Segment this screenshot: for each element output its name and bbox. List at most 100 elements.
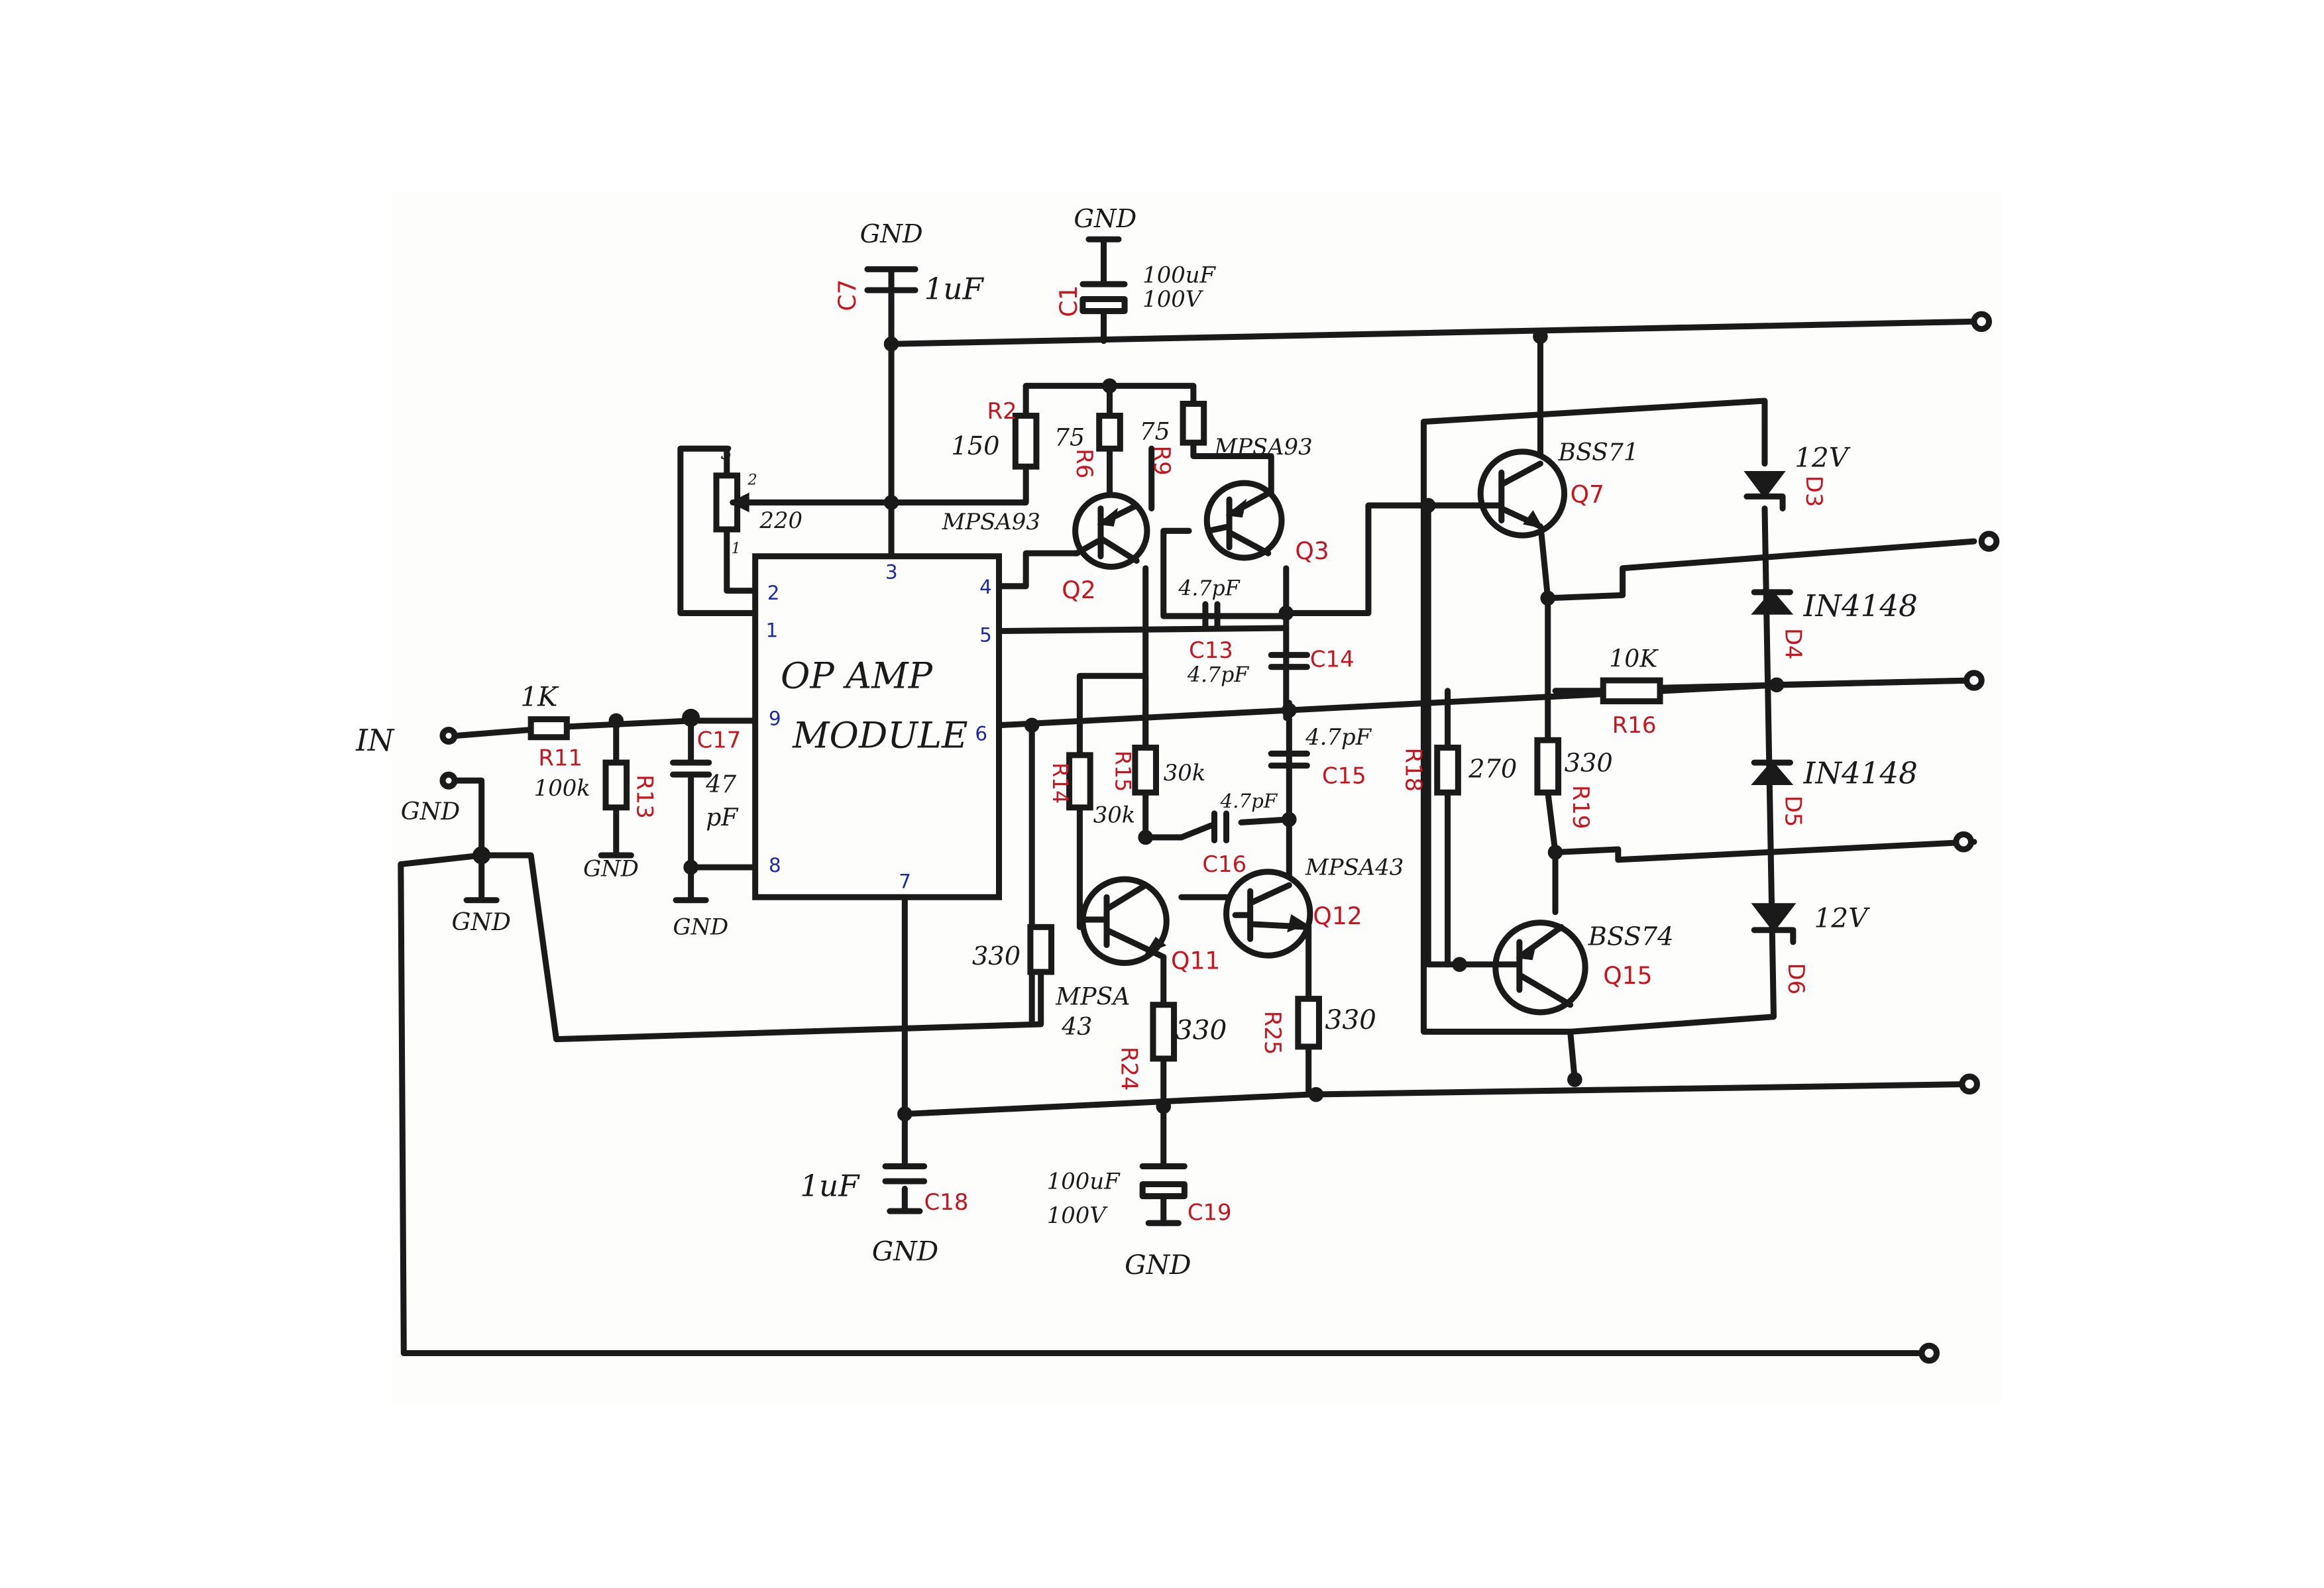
ref-c18: C18	[924, 1189, 969, 1215]
label-q3-type: MPSA93	[1213, 434, 1312, 460]
ref-c14: C14	[1310, 647, 1355, 672]
label-c17-value-1: 47	[705, 770, 736, 798]
ref-c16: C16	[1202, 851, 1246, 877]
ground-ticks	[463, 236, 1182, 1226]
capacitor-c7	[864, 266, 918, 347]
ref-r18: R18	[1400, 748, 1426, 792]
ref-r6: R6	[1072, 449, 1097, 478]
ref-r2: R2	[987, 398, 1017, 424]
diode-d3	[1743, 471, 1786, 500]
ref-c1: C1	[1054, 285, 1083, 317]
ref-d6: D6	[1783, 963, 1809, 995]
label-r14-value: 30k	[1093, 802, 1136, 827]
pin-1-label: 1	[765, 619, 778, 642]
label-c13-value: 4.7pF	[1178, 576, 1240, 600]
pin-6-label: 6	[975, 722, 987, 745]
resistor-r2	[1012, 413, 1040, 470]
label-pot-value: 220	[759, 507, 802, 533]
ref-r11: R11	[538, 745, 582, 771]
op-amp-module: OP AMP MODULE 2 1 3 4 5 6 9 8 7	[752, 553, 1003, 900]
label-gnd-c1: GND	[1074, 204, 1136, 234]
label-q12-type: MPSA43	[1305, 854, 1404, 880]
capacitor-c13	[1202, 601, 1221, 631]
ref-r25: R25	[1260, 1011, 1286, 1055]
pin-7-label: 7	[899, 871, 911, 893]
resistor-r11	[527, 716, 570, 741]
pin-9-label: 9	[769, 708, 781, 730]
label-q11-type-1: MPSA	[1055, 982, 1130, 1011]
resistor-r18	[1434, 745, 1461, 796]
label-pot-pin3: 3	[721, 443, 732, 464]
terminal-top	[1971, 311, 1992, 333]
label-c19-value-1: 100uF	[1047, 1168, 1121, 1194]
label-c17-value-2: pF	[706, 803, 739, 831]
terminal-2	[1978, 531, 2000, 552]
label-d5-value: IN4148	[1803, 756, 1918, 791]
ref-r14: R14	[1048, 763, 1072, 804]
label-gnd-2: GND	[583, 856, 639, 882]
terminal-bottom	[1918, 1342, 1940, 1364]
resistors	[527, 400, 1663, 1062]
label-gnd-c19: GND	[1125, 1249, 1191, 1281]
label-c7-value: 1uF	[924, 272, 985, 307]
transistors	[1072, 449, 1588, 1016]
capacitor-c14	[1268, 652, 1310, 670]
resistor-330-in	[1027, 924, 1055, 975]
label-pot-pin1: 1	[732, 540, 741, 557]
resistor-r14	[1066, 752, 1093, 811]
module-title-line1: OP AMP	[781, 655, 934, 696]
capacitor-c15	[1268, 751, 1310, 769]
label-r16-value: 10K	[1609, 645, 1659, 673]
capacitors	[670, 266, 1310, 1200]
resistor-r25	[1295, 996, 1322, 1050]
label-q2-type: MPSA93	[942, 509, 1040, 535]
capacitor-c16	[1211, 810, 1230, 843]
resistor-r9	[1180, 400, 1207, 446]
terminal-3	[1964, 670, 1985, 691]
label-c16-value: 4.7pF	[1220, 790, 1278, 812]
label-r9-value: 75	[1140, 417, 1170, 446]
label-r13-value: 100k	[534, 775, 590, 801]
terminal-gnd-in	[439, 771, 458, 790]
ref-r16: R16	[1612, 712, 1657, 738]
ref-q2: Q2	[1062, 576, 1095, 604]
ref-q7: Q7	[1571, 480, 1604, 508]
ref-d3: D3	[1801, 476, 1827, 507]
resistor-r13	[602, 759, 630, 811]
diodes	[1743, 471, 1797, 945]
label-r18-value: 270	[1468, 755, 1517, 784]
ref-c17: C17	[697, 727, 742, 753]
value-labels: IN GND GND GND GND GND GND GND GND 1uF 1…	[355, 204, 1918, 1281]
label-q15-type: BSS74	[1588, 922, 1674, 951]
pin-4-label: 4	[979, 576, 992, 598]
label-c14-value: 4.7pF	[1187, 663, 1249, 687]
ref-r15: R15	[1111, 751, 1134, 792]
label-gnd-1: GND	[452, 908, 511, 936]
ref-c7: C7	[833, 279, 861, 311]
ref-q12: Q12	[1313, 902, 1362, 930]
ref-c13: C13	[1189, 637, 1233, 663]
label-q11-type-2: 43	[1061, 1012, 1092, 1041]
label-c15-value: 4.7pF	[1305, 724, 1372, 750]
label-r25-value: 330	[1325, 1004, 1376, 1035]
label-in: IN	[355, 723, 395, 758]
resistor-r16	[1600, 677, 1663, 705]
label-r2-value: 150	[951, 431, 999, 461]
capacitor-c18	[882, 1163, 928, 1185]
label-c19-value-2: 100V	[1047, 1202, 1109, 1228]
ref-r9: R9	[1149, 446, 1175, 476]
diode-d5	[1751, 760, 1794, 785]
pin-5-label: 5	[979, 623, 992, 646]
capacitor-c19	[1139, 1163, 1188, 1200]
label-pot-pin2: 2	[747, 471, 757, 488]
ref-r13: R13	[632, 774, 657, 819]
transistor-q2	[1072, 492, 1150, 570]
label-gnd-c7: GND	[860, 219, 923, 249]
transistor-q7	[1477, 449, 1568, 539]
module-title-line2: MODULE	[792, 715, 968, 757]
terminal-in	[439, 726, 458, 745]
label-c1-value-1: 100uF	[1142, 262, 1216, 288]
ref-d4: D4	[1781, 628, 1806, 660]
